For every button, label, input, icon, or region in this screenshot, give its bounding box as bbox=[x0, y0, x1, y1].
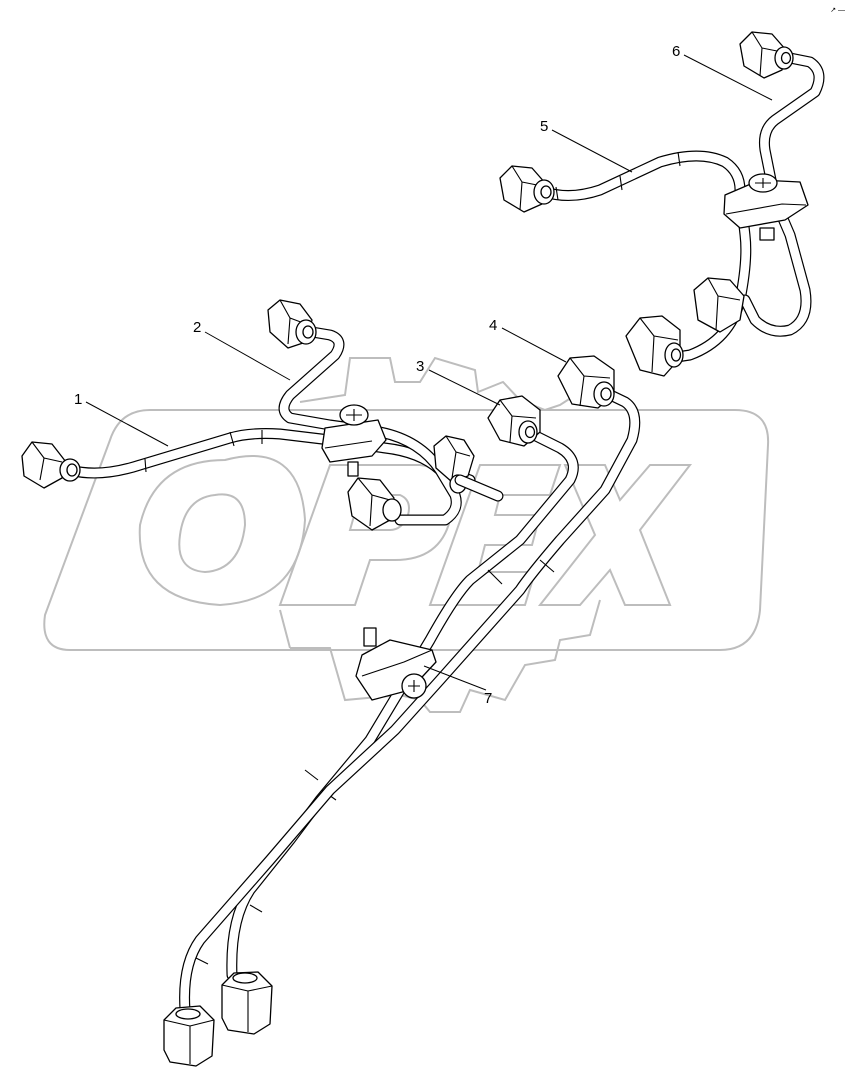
clamp-7 bbox=[355, 627, 437, 701]
callout-6: 6 bbox=[672, 43, 773, 101]
callout-3: 3 bbox=[416, 358, 501, 406]
svg-text:6: 6 bbox=[672, 43, 680, 60]
svg-text:7: 7 bbox=[484, 690, 492, 707]
nut-5 bbox=[499, 165, 555, 213]
nut-3 bbox=[487, 395, 541, 447]
svg-text:3: 3 bbox=[416, 358, 424, 375]
clamp-right bbox=[723, 173, 809, 241]
pipe-5 bbox=[499, 150, 752, 364]
nut-left-lower bbox=[347, 477, 402, 531]
corner-mark: ↗ — bbox=[830, 7, 845, 14]
svg-text:4: 4 bbox=[489, 317, 497, 334]
nut-left-upper bbox=[433, 435, 504, 502]
svg-text:2: 2 bbox=[193, 319, 201, 336]
nut-bottom-right bbox=[221, 971, 273, 1035]
pipe-1 bbox=[21, 428, 476, 489]
nut-right-2 bbox=[625, 315, 684, 377]
callout-7: 7 bbox=[423, 665, 492, 707]
clamp-left bbox=[321, 404, 387, 477]
nut-1 bbox=[21, 441, 81, 489]
nut-bottom-left bbox=[163, 1005, 215, 1067]
callout-1: 1 bbox=[74, 391, 169, 447]
callout-4: 4 bbox=[489, 317, 567, 363]
pipe-3 bbox=[226, 422, 579, 981]
nut-right-1 bbox=[693, 277, 745, 333]
callout-5: 5 bbox=[540, 118, 633, 173]
nut-4 bbox=[557, 355, 615, 409]
watermark-logo bbox=[43, 356, 770, 713]
pipe-4 bbox=[179, 384, 641, 1016]
callout-2: 2 bbox=[193, 319, 291, 381]
svg-text:5: 5 bbox=[540, 118, 548, 135]
nut-6 bbox=[739, 31, 794, 79]
nut-2 bbox=[267, 299, 317, 349]
svg-text:1: 1 bbox=[74, 391, 82, 408]
